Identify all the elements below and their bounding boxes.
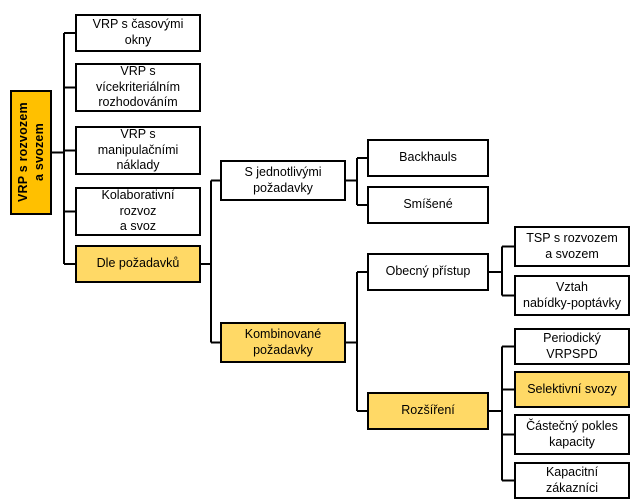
node-label-kolaborativni: Kolaborativní rozvoz a svoz (101, 188, 175, 234)
node-label-dle-pozadavku: Dle požadavků (96, 256, 180, 271)
node-label-jednotlive-pozadavky: S jednotlivými požadavky (244, 164, 322, 195)
node-label-kombinovane-pozadavky: Kombinované požadavky (244, 326, 322, 357)
node-label-rozsireni: Rozšíření (401, 403, 455, 418)
node-label-vztah-nabidky-poptavky: Vztah nabídky-poptávky (523, 279, 621, 310)
node-label-root: VRP s rozvozem a svozem (15, 102, 46, 203)
node-label-smisene: Smíšené (403, 197, 453, 212)
node-label-casova-okna: VRP s časovými okny (92, 17, 184, 47)
node-obecny-pristup[interactable]: Obecný přístup (367, 253, 489, 291)
node-tsp-rozvoz-svoz[interactable]: TSP s rozvozem a svozem (514, 226, 630, 267)
node-kombinovane-pozadavky[interactable]: Kombinované požadavky (220, 322, 346, 363)
node-jednotlive-pozadavky[interactable]: S jednotlivými požadavky (220, 160, 346, 201)
node-label-manipulacni-naklady: VRP s manipulačními náklady (97, 127, 179, 173)
node-label-castecny-pokles-kapacity: Částečný pokles kapacity (526, 418, 618, 449)
node-castecny-pokles-kapacity[interactable]: Částečný pokles kapacity (514, 414, 630, 455)
node-label-backhauls: Backhauls (399, 150, 457, 165)
node-kapacitni-zakaznici[interactable]: Kapacitní zákazníci (514, 462, 630, 499)
node-label-obecny-pristup: Obecný přístup (385, 264, 471, 279)
node-selektivni-svozy[interactable]: Selektivní svozy (514, 371, 630, 408)
node-periodicky-vrpspd[interactable]: Periodický VRPSPD (514, 328, 630, 365)
node-backhauls[interactable]: Backhauls (367, 139, 489, 177)
node-kolaborativni[interactable]: Kolaborativní rozvoz a svoz (75, 187, 201, 236)
node-label-periodicky-vrpspd: Periodický VRPSPD (543, 330, 601, 361)
node-label-selektivni-svozy: Selektivní svozy (527, 381, 617, 396)
node-smisene[interactable]: Smíšené (367, 186, 489, 224)
node-manipulacni-naklady[interactable]: VRP s manipulačními náklady (75, 126, 201, 175)
node-label-tsp-rozvoz-svoz: TSP s rozvozem a svozem (526, 230, 618, 261)
node-casova-okna[interactable]: VRP s časovými okny (75, 14, 201, 52)
node-label-vicekriterialni: VRP s vícekriteriálním rozhodováním (95, 64, 181, 110)
node-vicekriterialni[interactable]: VRP s vícekriteriálním rozhodováním (75, 63, 201, 112)
node-rozsireni[interactable]: Rozšíření (367, 392, 489, 430)
node-label-kapacitni-zakaznici: Kapacitní zákazníci (545, 464, 599, 495)
node-vztah-nabidky-poptavky[interactable]: Vztah nabídky-poptávky (514, 275, 630, 316)
node-root[interactable]: VRP s rozvozem a svozem (10, 90, 52, 215)
node-dle-pozadavku[interactable]: Dle požadavků (75, 245, 201, 283)
